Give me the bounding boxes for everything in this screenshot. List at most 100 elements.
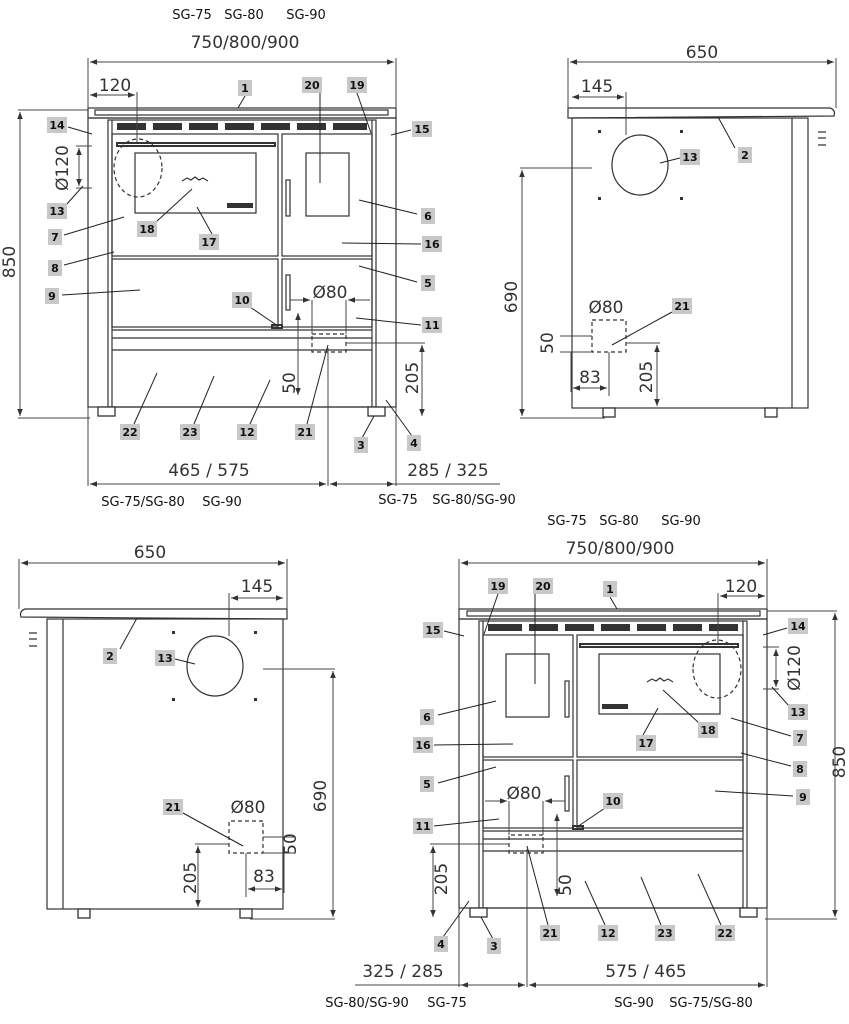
callout-number: 13 [682,151,697,164]
callout-23: 23 [180,424,200,440]
callout-box [163,799,183,815]
callout-8: 8 [48,260,62,276]
callout-15: 15 [423,622,443,638]
callout-number: 13 [790,706,805,719]
callout-7: 7 [793,730,807,746]
callout-number: 20 [304,79,320,92]
callout-2: 2 [103,648,117,664]
callout-number: 17 [201,236,216,249]
callout-number: 10 [605,795,621,808]
oven-door-bar [116,142,276,147]
depth-dimension: 465 / 575 [168,461,249,481]
callout-box [423,622,443,638]
depth-dimension: 575 / 465 [605,962,686,982]
outlet-50-dimension: 50 [556,874,576,896]
callout-16: 16 [422,236,442,252]
callout-box [603,793,623,809]
callout-number: 22 [122,426,137,439]
callout-box [421,275,435,291]
callout-box [738,147,752,163]
callout-box [598,925,618,941]
ash-door [281,258,373,328]
width-dimension: 750/800/900 [191,33,300,53]
callout-number: 11 [415,820,430,833]
callout-number: 1 [606,583,614,596]
depth-dimension: 650 [686,43,718,63]
callout-number: 7 [796,732,804,745]
callout-number: 14 [49,119,65,132]
callout-box [155,650,175,666]
callout-number: 3 [490,940,498,953]
callout-13: 13 [47,203,67,219]
callout-21: 21 [672,298,692,314]
model-label: SG-75/SG-80 [101,495,185,510]
callout-box [103,648,117,664]
callout-box [180,424,200,440]
callout-number: 21 [542,927,557,940]
callout-14: 14 [788,618,808,634]
callout-5: 5 [421,275,435,291]
model-label: SG-80 [224,8,264,23]
callout-number: 11 [424,319,439,332]
callout-number: 1 [241,82,249,95]
bottom-side-dimensions: 650 145 690 Ø80 50 83 205 [134,543,331,894]
flue-offset-dimension: 145 [581,77,613,97]
callout-number: 2 [741,149,749,162]
callout-16: 16 [413,737,433,753]
callout-number: 12 [239,426,254,439]
callout-8: 8 [793,761,807,777]
callout-11: 11 [422,317,442,333]
callout-number: 22 [717,927,732,940]
flue-offset-dimension: 120 [99,76,131,96]
callout-5: 5 [420,776,434,792]
callout-box [533,578,553,594]
callout-21: 21 [163,799,183,815]
callout-box [45,288,59,304]
callout-box [655,925,675,941]
callout-number: 23 [182,426,197,439]
callout-13: 13 [680,149,700,165]
flue-diameter-dimension: Ø120 [785,645,805,691]
callout-box [793,730,807,746]
callout-box [540,925,560,941]
outlet-205-dimension: 205 [403,362,423,394]
callout-21: 21 [540,925,560,941]
callout-6: 6 [421,208,435,224]
callout-box [347,77,367,93]
top-side-dimensions: 650 145 690 Ø80 50 83 205 [502,43,718,393]
callout-box [47,203,67,219]
bottom-front-dimensions: SG-75 SG-80 SG-90 750/800/900 120 Ø120 8… [325,514,849,1011]
callout-box [420,709,434,725]
flue-outline [113,138,163,198]
callout-box [422,236,442,252]
callout-number: 16 [424,238,440,251]
callout-number: 21 [674,300,689,313]
height-dimension: 850 [0,246,20,278]
callout-box [636,735,656,751]
callout-20: 20 [533,578,553,594]
callout-19: 19 [488,578,508,594]
callout-box [420,776,434,792]
callout-9: 9 [796,789,810,805]
callout-number: 10 [234,294,250,307]
callout-number: 16 [415,739,431,752]
callout-number: 5 [424,277,432,290]
model-label: SG-90 [614,996,654,1011]
flue-opening [611,134,669,196]
callout-1: 1 [603,581,617,597]
callout-box [48,260,62,276]
model-label: SG-80 [599,514,639,529]
callout-number: 9 [48,290,56,303]
drawing-geometry [17,58,837,487]
callout-number: 13 [157,652,172,665]
callout-box [412,121,432,137]
callout-box [788,704,808,720]
model-label: SG-80/SG-90 [325,996,409,1011]
flue-height-dimension: 690 [502,281,522,313]
callout-3: 3 [487,938,501,954]
callout-box [680,149,700,165]
depth-dimension: 285 / 325 [407,461,488,481]
model-label: SG-90 [286,8,326,23]
part-callouts: 1120201919141415151313771818171766161688… [45,77,810,954]
